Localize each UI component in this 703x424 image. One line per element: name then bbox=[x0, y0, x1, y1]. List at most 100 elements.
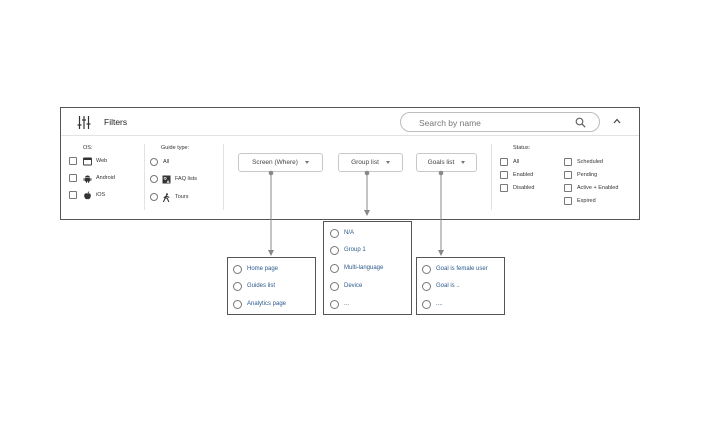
divider bbox=[491, 144, 492, 210]
status-option-pending[interactable]: Pending bbox=[564, 170, 597, 180]
status-active-enabled-label: Active + Enabled bbox=[577, 185, 619, 191]
status-option-active-enabled[interactable]: Active + Enabled bbox=[564, 183, 618, 193]
ios-checkbox[interactable] bbox=[69, 191, 77, 199]
caret-down-icon bbox=[385, 161, 390, 164]
divider bbox=[223, 144, 224, 210]
radio[interactable] bbox=[422, 264, 431, 274]
list-item[interactable]: ... bbox=[330, 299, 349, 309]
option-label: Analytics page bbox=[247, 301, 287, 307]
filters-panel: Filters Search by name OS: Web bbox=[60, 107, 640, 220]
radio[interactable] bbox=[422, 281, 431, 291]
group-dropdown[interactable]: Group list bbox=[338, 153, 403, 172]
list-item[interactable]: Device bbox=[330, 281, 362, 291]
all-radio[interactable] bbox=[150, 158, 158, 166]
radio[interactable] bbox=[330, 281, 339, 291]
browser-window-icon bbox=[83, 157, 92, 165]
screen-connector bbox=[268, 170, 274, 256]
screen-dropdown-label: Screen (Where) bbox=[252, 159, 298, 166]
status-scheduled-label: Scheduled bbox=[577, 159, 603, 165]
guide-type-faq[interactable]: Q A FAQ lists bbox=[150, 174, 197, 184]
faq-list-icon: Q A bbox=[162, 175, 171, 184]
list-item[interactable]: Home page bbox=[233, 264, 278, 274]
status-disabled-checkbox[interactable] bbox=[500, 184, 508, 192]
status-pending-label: Pending bbox=[577, 172, 598, 178]
list-item[interactable]: Goal is female user bbox=[422, 264, 488, 274]
web-checkbox[interactable] bbox=[69, 157, 77, 165]
status-expired-checkbox[interactable] bbox=[564, 197, 572, 205]
all-label: All bbox=[163, 159, 170, 165]
radio[interactable] bbox=[233, 299, 242, 309]
option-label: Group 1 bbox=[344, 247, 366, 253]
status-active-enabled-checkbox[interactable] bbox=[564, 184, 572, 192]
web-label: Web bbox=[96, 158, 108, 164]
option-label: Guides list bbox=[247, 283, 276, 289]
os-title: OS: bbox=[83, 145, 93, 151]
android-checkbox[interactable] bbox=[69, 174, 77, 182]
status-option-expired[interactable]: Expired bbox=[564, 196, 596, 206]
status-pending-checkbox[interactable] bbox=[564, 171, 572, 179]
group-connector bbox=[364, 170, 370, 216]
radio[interactable] bbox=[330, 228, 339, 238]
status-expired-label: Expired bbox=[577, 198, 596, 204]
radio[interactable] bbox=[330, 263, 339, 273]
os-option-ios[interactable]: iOS bbox=[69, 190, 105, 200]
radio[interactable] bbox=[422, 299, 431, 309]
radio[interactable] bbox=[330, 299, 339, 309]
goals-dropdown-label: Goals list bbox=[427, 159, 455, 166]
svg-text:A: A bbox=[167, 179, 170, 184]
screen-popup: Home page Guides list Analytics page bbox=[227, 257, 316, 315]
guide-type-tours[interactable]: Tours bbox=[150, 192, 188, 202]
option-label: ... bbox=[344, 301, 350, 307]
list-item[interactable]: .... bbox=[422, 299, 443, 309]
radio[interactable] bbox=[233, 281, 242, 291]
sliders-icon[interactable] bbox=[77, 116, 91, 129]
radio[interactable] bbox=[330, 245, 339, 255]
status-option-all[interactable]: All bbox=[500, 157, 519, 167]
caret-down-icon bbox=[304, 161, 309, 164]
tours-label: Tours bbox=[175, 194, 189, 200]
list-item[interactable]: Multi-language bbox=[330, 263, 383, 273]
faq-radio[interactable] bbox=[150, 175, 158, 183]
option-label: Device bbox=[344, 283, 363, 289]
option-label: Multi-language bbox=[344, 265, 384, 271]
android-label: Android bbox=[96, 175, 115, 181]
status-scheduled-checkbox[interactable] bbox=[564, 158, 572, 166]
list-item[interactable]: Analytics page bbox=[233, 299, 286, 309]
guide-type-all[interactable]: All bbox=[150, 157, 169, 167]
option-label: Goal is .. bbox=[436, 283, 460, 289]
faq-label: FAQ lists bbox=[175, 176, 198, 182]
status-option-enabled[interactable]: Enabled bbox=[500, 170, 533, 180]
guide-type-title: Guide type: bbox=[161, 145, 190, 151]
screen-dropdown[interactable]: Screen (Where) bbox=[238, 153, 323, 172]
group-dropdown-label: Group list bbox=[351, 159, 379, 166]
status-all-checkbox[interactable] bbox=[500, 158, 508, 166]
os-option-web[interactable]: Web bbox=[69, 156, 107, 166]
list-item[interactable]: Goal is .. bbox=[422, 281, 460, 291]
divider bbox=[144, 144, 145, 210]
filters-title: Filters bbox=[104, 117, 128, 127]
goals-connector bbox=[438, 170, 444, 256]
status-option-scheduled[interactable]: Scheduled bbox=[564, 157, 603, 167]
status-all-label: All bbox=[513, 159, 520, 165]
option-label: N/A bbox=[344, 230, 355, 236]
list-item[interactable]: Guides list bbox=[233, 281, 275, 291]
ios-label: iOS bbox=[96, 192, 106, 198]
list-item[interactable]: N/A bbox=[330, 228, 354, 238]
search-placeholder: Search by name bbox=[419, 118, 481, 128]
search-input[interactable]: Search by name bbox=[400, 112, 600, 132]
chevron-up-icon[interactable] bbox=[613, 118, 621, 124]
tours-radio[interactable] bbox=[150, 193, 158, 201]
caret-down-icon bbox=[461, 161, 466, 164]
svg-text:Q: Q bbox=[164, 175, 168, 180]
status-title: Status: bbox=[513, 145, 531, 151]
option-label: Goal is female user bbox=[436, 266, 488, 272]
radio[interactable] bbox=[233, 264, 242, 274]
status-option-disabled[interactable]: Disabled bbox=[500, 183, 534, 193]
list-item[interactable]: Group 1 bbox=[330, 245, 366, 255]
search-icon[interactable] bbox=[575, 117, 586, 128]
status-enabled-checkbox[interactable] bbox=[500, 171, 508, 179]
goals-dropdown[interactable]: Goals list bbox=[416, 153, 477, 172]
os-option-android[interactable]: Android bbox=[69, 173, 115, 183]
apple-icon bbox=[84, 190, 91, 199]
